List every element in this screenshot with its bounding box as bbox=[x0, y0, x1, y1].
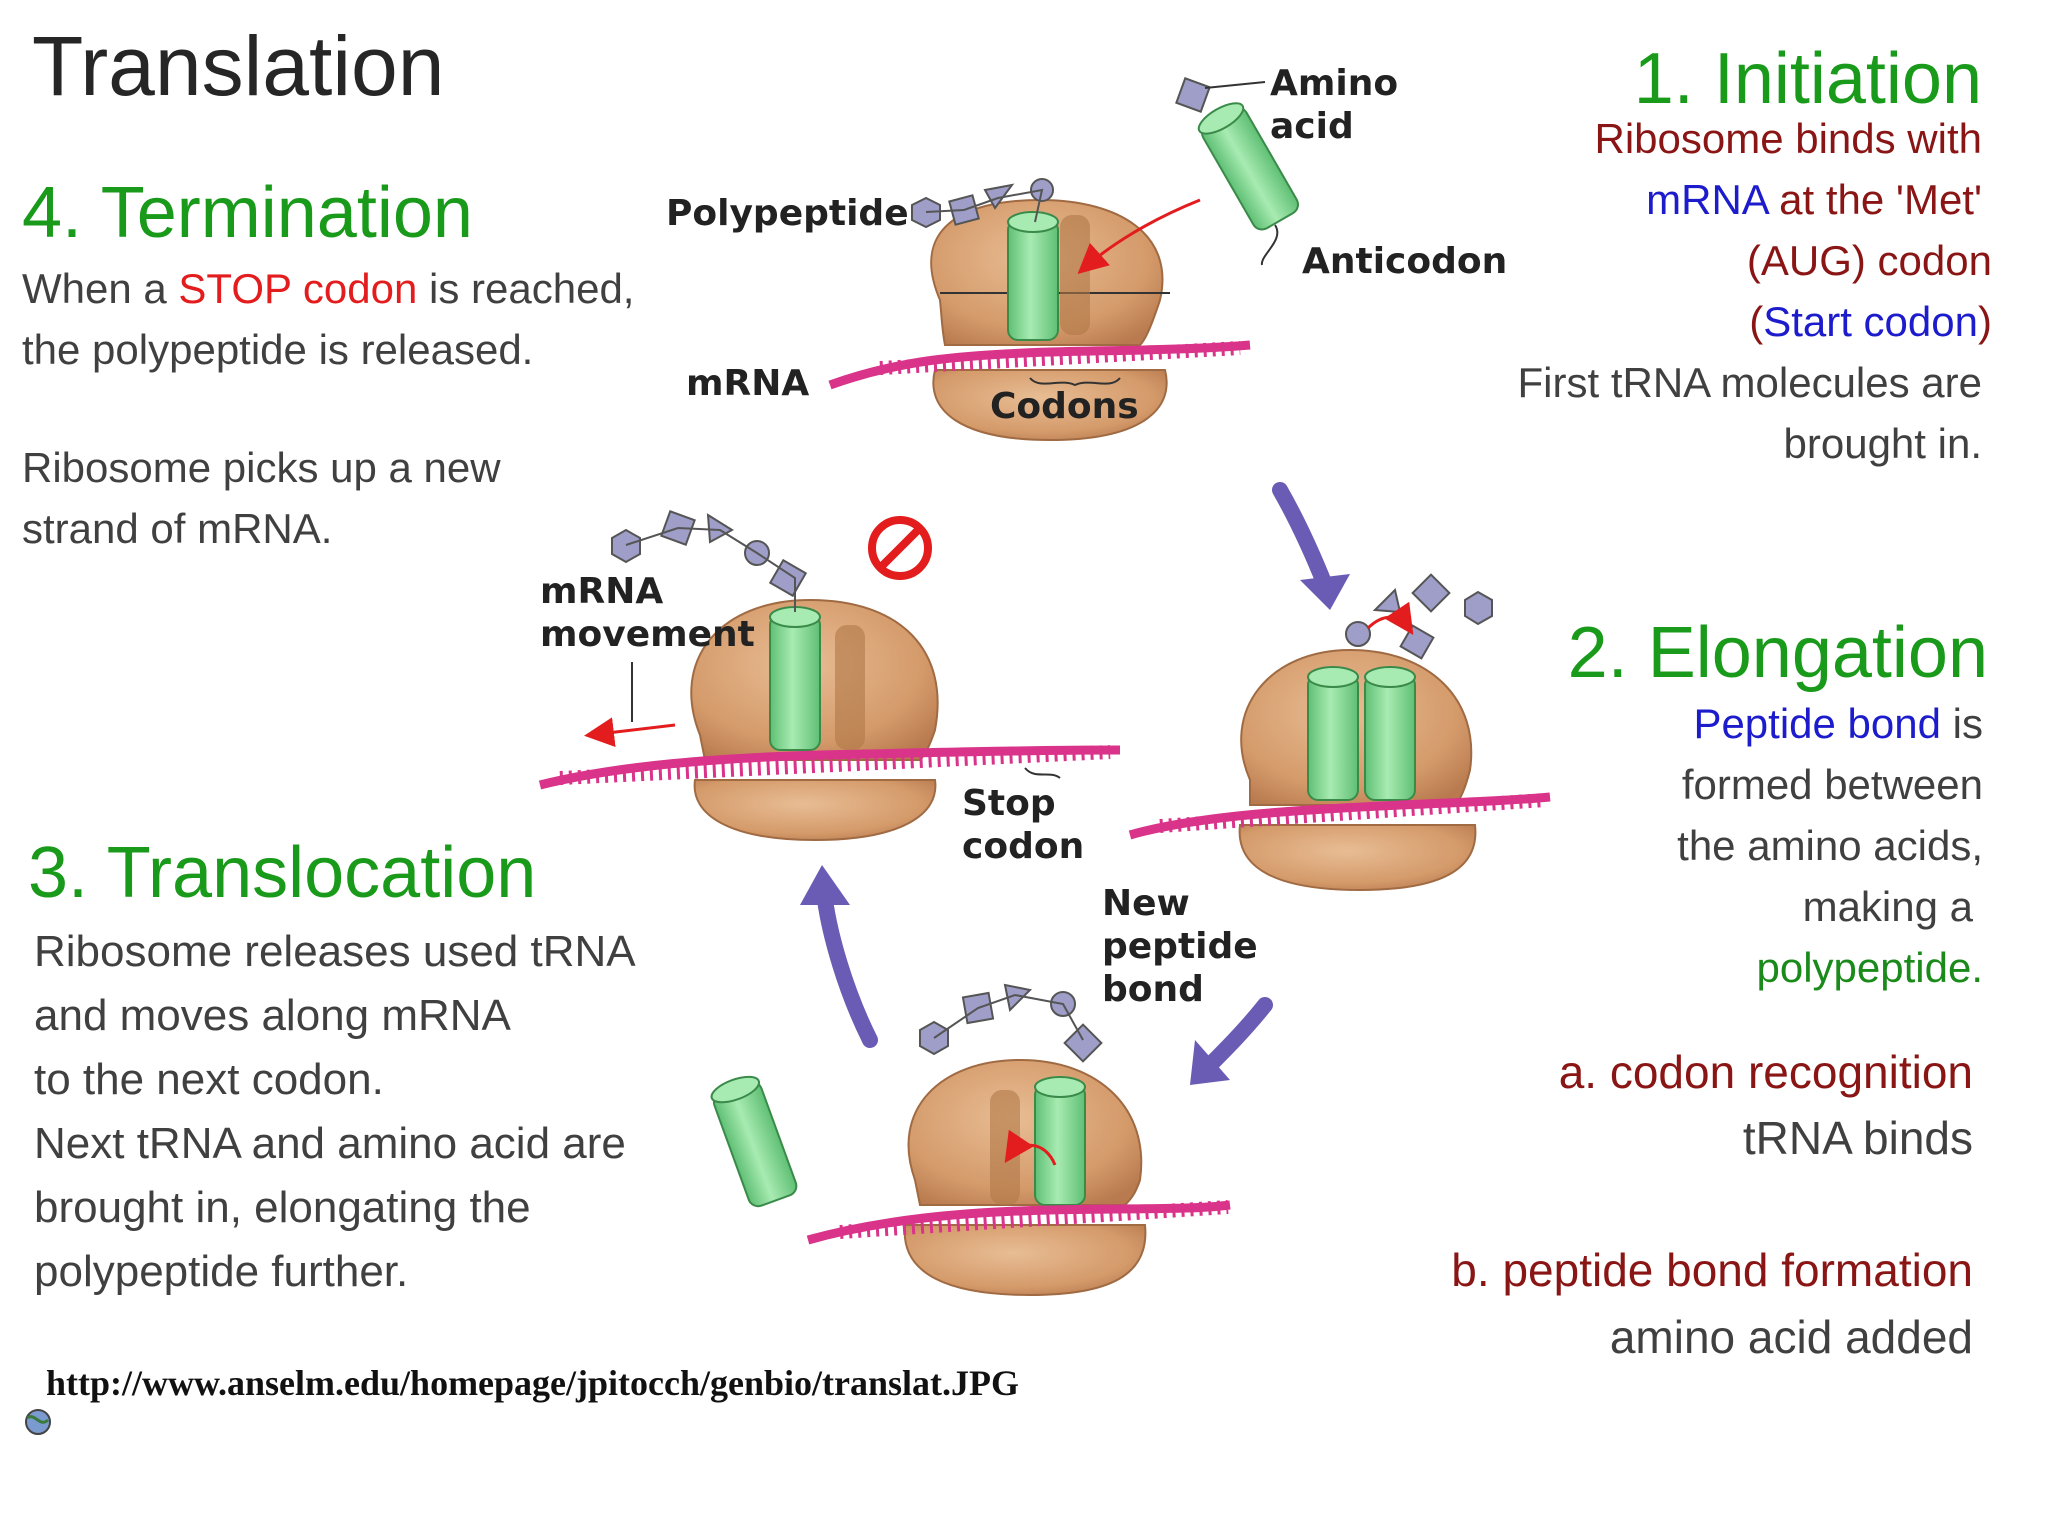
label-new-peptide-bond: New peptide bond bbox=[1102, 882, 1258, 1011]
initiation-line6: brought in. bbox=[1783, 420, 1982, 467]
cycle-arrows bbox=[817, 482, 1333, 1073]
step-b-peptide-bond-formation: b. peptide bond formation bbox=[1451, 1244, 1973, 1296]
termination-line4: strand of mRNA. bbox=[22, 505, 333, 552]
translocation-line: Ribosome releases used tRNA bbox=[34, 927, 636, 976]
step-b-sub: amino acid added bbox=[1609, 1311, 1973, 1363]
translocation-line: brought in, elongating the bbox=[34, 1183, 531, 1232]
label-amino: Amino bbox=[1270, 63, 1399, 104]
label-peptide: peptide bbox=[1102, 926, 1258, 967]
termination-line3: Ribosome picks up a new bbox=[22, 444, 501, 491]
elongation-line4: making a bbox=[1802, 883, 1973, 930]
initiation-heading: 1. Initiation bbox=[1633, 39, 1982, 119]
initiation-aug: (AUG) codon bbox=[1746, 237, 1992, 284]
ribosome-termination bbox=[538, 510, 1121, 842]
ribosome-peptide-bond bbox=[710, 983, 1231, 1297]
initiation-text: Ribosome binds with mRNA at the 'Met' (A… bbox=[1517, 108, 1992, 474]
initiation-met: at the 'Met' bbox=[1767, 176, 1982, 223]
source-url: http://www.anselm.edu/homepage/jpitocch/… bbox=[46, 1363, 1020, 1403]
elongation-heading: 2. Elongation bbox=[1567, 613, 1988, 693]
label-bond: bond bbox=[1102, 969, 1204, 1010]
initiation-line1: Ribosome binds with bbox=[1594, 115, 1982, 162]
label-mrna-movement-2: movement bbox=[540, 614, 755, 655]
label-polypeptide: Polypeptide bbox=[666, 193, 909, 234]
label-mrna: mRNA bbox=[686, 363, 810, 404]
cycle-arrowheads bbox=[800, 574, 1350, 1085]
translocation-line: to the next codon. bbox=[34, 1055, 384, 1104]
label-mrna-movement-1: mRNA bbox=[540, 571, 664, 612]
ribosome-elongation bbox=[1128, 573, 1551, 892]
termination-line1-c: is reached, bbox=[417, 265, 635, 312]
elongation-line3: the amino acids, bbox=[1677, 822, 1983, 869]
no-entry-icon bbox=[868, 516, 932, 580]
translocation-line: Next tRNA and amino acid are bbox=[34, 1119, 626, 1168]
label-codon: codon bbox=[962, 826, 1085, 867]
label-stop-codon: Stop codon bbox=[962, 782, 1084, 868]
label-stop: Stop bbox=[962, 783, 1056, 824]
label-anticodon: Anticodon bbox=[1302, 241, 1508, 282]
elongation-text: Peptide bond is formed between the amino… bbox=[1677, 693, 1983, 998]
elongation-polypeptide: polypeptide. bbox=[1756, 944, 1983, 991]
initiation-line5: First tRNA molecules are bbox=[1517, 359, 1982, 406]
elongation-line2: formed between bbox=[1681, 761, 1983, 808]
initiation-mrna: mRNA bbox=[1646, 176, 1768, 223]
initiation-paren-open: ( bbox=[1749, 298, 1764, 345]
label-amino-acid: Amino acid bbox=[1270, 62, 1398, 148]
elongation-line1-b: is bbox=[1941, 700, 1983, 747]
termination-line1-a: When a bbox=[22, 265, 179, 312]
translocation-text: Ribosome releases used tRNA and moves al… bbox=[34, 920, 636, 1304]
globe-icon bbox=[25, 1409, 51, 1435]
translocation-line: polypeptide further. bbox=[34, 1247, 409, 1296]
step-a-codon-recognition: a. codon recognition bbox=[1558, 1046, 1973, 1098]
label-new: New bbox=[1102, 883, 1190, 924]
label-acid: acid bbox=[1270, 106, 1354, 147]
translocation-line: and moves along mRNA bbox=[34, 991, 511, 1040]
stop-codon-text: STOP codon bbox=[178, 265, 418, 312]
page-title: Translation bbox=[32, 19, 445, 113]
initiation-paren-close: ) bbox=[1978, 298, 1992, 345]
label-mrna-movement: mRNA movement bbox=[540, 570, 755, 656]
termination-heading: 4. Termination bbox=[22, 173, 473, 253]
ribosome-initiation bbox=[828, 77, 1299, 442]
termination-line2: the polypeptide is released. bbox=[22, 326, 534, 373]
initiation-start-codon: Start codon bbox=[1763, 298, 1978, 345]
label-codons: Codons bbox=[990, 386, 1139, 427]
peptide-bond-text: Peptide bond bbox=[1693, 700, 1941, 747]
translocation-heading: 3. Translocation bbox=[28, 833, 537, 913]
step-a-sub: tRNA binds bbox=[1742, 1112, 1973, 1164]
termination-text: When a STOP codon is reached, the polype… bbox=[22, 258, 634, 559]
